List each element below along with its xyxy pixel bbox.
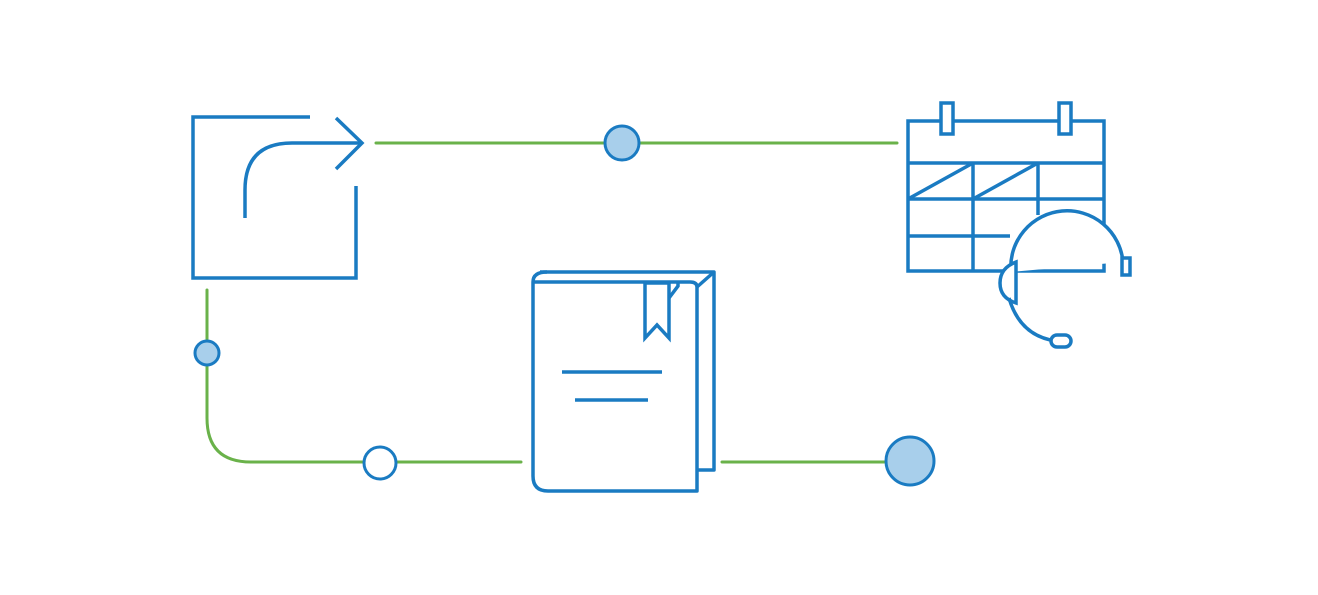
book-back-cover xyxy=(540,270,716,472)
bookmark-ribbon xyxy=(643,281,671,343)
calendar-ring-right xyxy=(1057,101,1073,136)
share-arrow-icon xyxy=(191,115,365,280)
node-right-filled xyxy=(884,435,936,487)
headset-earpiece-left xyxy=(998,259,1018,306)
headset-band xyxy=(1009,209,1125,273)
nodes xyxy=(193,124,936,487)
headset-mic xyxy=(1049,333,1073,349)
node-left-filled xyxy=(193,339,221,367)
node-top-filled xyxy=(603,124,641,162)
share-arrow-curve xyxy=(243,141,362,218)
share-arrow-head xyxy=(334,116,365,171)
headset-earpiece-right xyxy=(1120,256,1132,277)
headset-icon xyxy=(998,209,1132,349)
connector-left xyxy=(205,288,523,464)
calendar-check-2 xyxy=(972,161,1039,201)
bookmark-icon xyxy=(643,281,680,343)
book-spine-edge xyxy=(695,270,716,289)
node-bottom-empty xyxy=(362,445,398,481)
bookmark-fold xyxy=(667,282,680,300)
connectors xyxy=(205,141,899,464)
share-box xyxy=(191,115,358,280)
book-icon xyxy=(531,270,716,493)
calendar-icon xyxy=(906,101,1106,273)
calendar-check-1 xyxy=(907,161,974,201)
book-front-cover xyxy=(531,270,699,493)
calendar-ring-left xyxy=(939,101,955,136)
